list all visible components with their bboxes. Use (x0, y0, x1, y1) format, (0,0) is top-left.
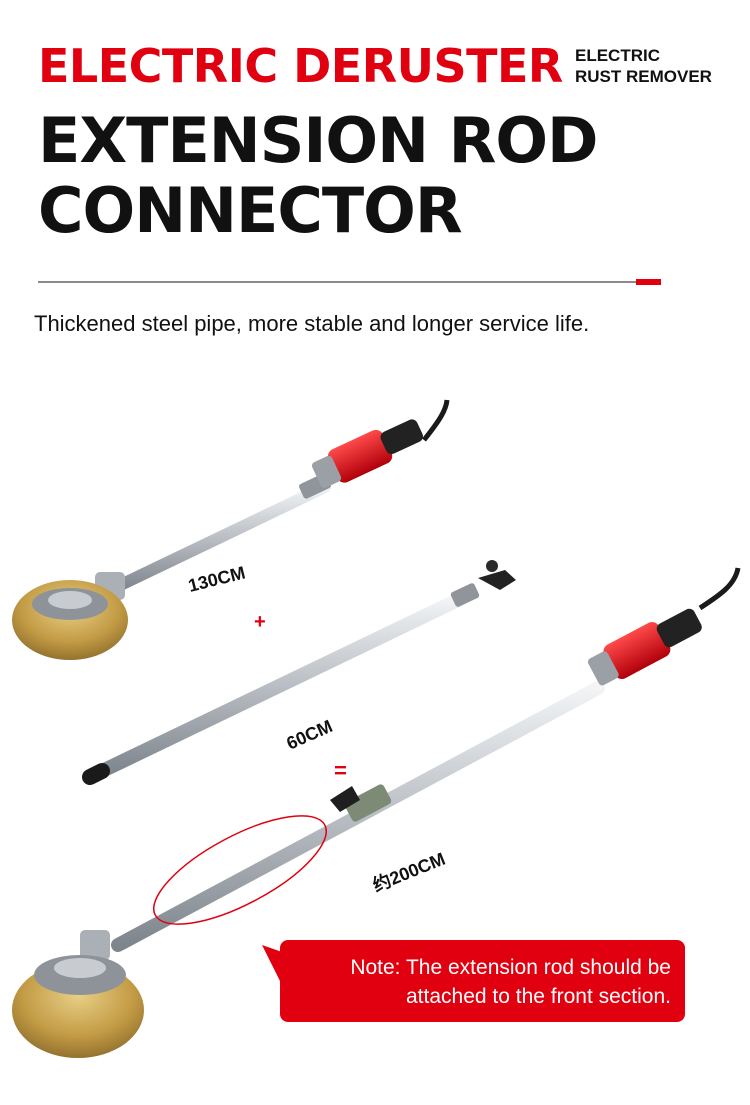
product-illustration: + 130CM 60CM = 约200CM (12, 399, 741, 1058)
divider-accent (636, 279, 661, 285)
power-cord-1 (422, 399, 450, 442)
title-line-1: EXTENSION ROD (38, 104, 599, 177)
divider-line (38, 281, 638, 283)
note-pointer (262, 945, 282, 985)
joint-clamp (330, 786, 360, 812)
equals-symbol: = (334, 758, 347, 783)
side-line-2: RUST REMOVER (575, 67, 712, 86)
note-callout: Note: The extension rod should be attach… (280, 940, 685, 1022)
plus-symbol: + (254, 611, 266, 633)
grinder-body-1 (311, 419, 423, 488)
title-line-2: CONNECTOR (38, 174, 463, 247)
label-200cm: 约200CM (370, 848, 448, 896)
highlight-ellipse (152, 815, 328, 925)
brush-hub-3 (80, 930, 110, 960)
rod-joint (344, 784, 392, 822)
note-line-2: attached to the front section. (405, 985, 671, 1008)
side-line-1: ELECTRIC (575, 46, 660, 65)
label-60cm: 60CM (283, 716, 335, 754)
note-line-1: Note: The extension rod should be (350, 956, 671, 979)
rod-connector-clamp (478, 570, 516, 590)
extension-rod-60cm (82, 560, 516, 785)
label-130cm: 130CM (186, 562, 247, 595)
grinder-body-3 (587, 608, 702, 686)
feature-description: Thickened steel pipe, more stable and lo… (34, 311, 590, 336)
product-title-red: ELECTRIC DERUSTER (38, 39, 563, 93)
deruster-130cm (12, 399, 450, 660)
rod-end-cap (82, 763, 110, 785)
rod-130 (104, 481, 331, 596)
deruster-200cm-assembled (12, 567, 741, 1058)
power-cord-3 (698, 567, 741, 611)
product-subtitle-side: ELECTRIC RUST REMOVER (575, 45, 712, 87)
